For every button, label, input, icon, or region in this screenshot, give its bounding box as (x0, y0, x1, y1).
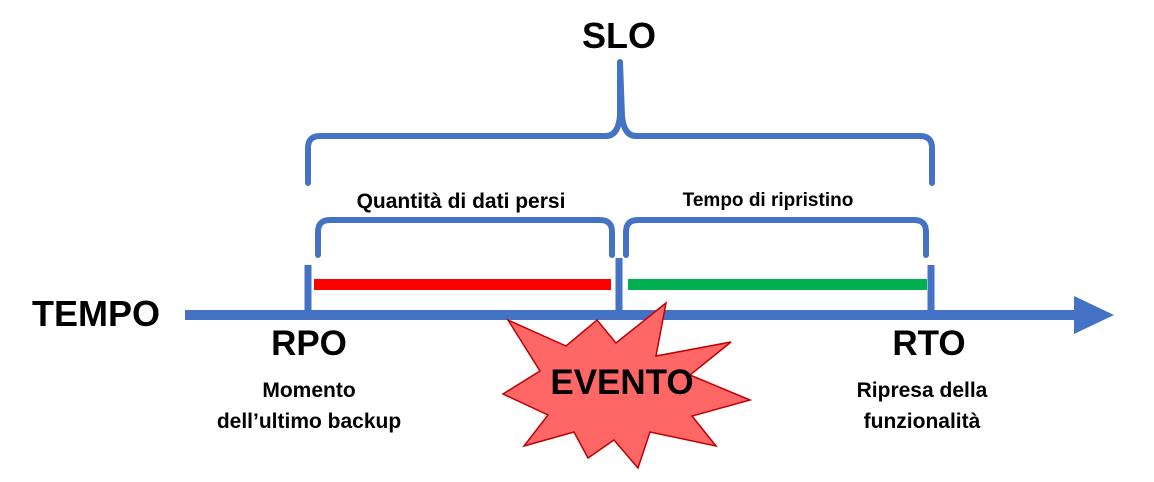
rpo-description-line1: Momento (262, 379, 355, 402)
data-loss-label: Quantità di dati persi (357, 190, 566, 213)
rto-description-line1: Ripresa della (857, 379, 988, 402)
rpo-description-line2: dell’ultimo backup (217, 410, 401, 433)
axis-label: TEMPO (32, 293, 160, 334)
event-label: EVENTO (550, 363, 693, 402)
time-axis-arrowhead (1074, 296, 1114, 334)
recovery-time-brace (623, 217, 929, 258)
rto-label: RTO (892, 324, 965, 363)
rto-description-line2: funzionalità (864, 410, 981, 433)
recovery-bar (628, 279, 927, 290)
slo-brace (305, 59, 935, 186)
rpo-label: RPO (271, 324, 347, 363)
event-starburst-icon (501, 301, 753, 470)
data-loss-bar (314, 279, 611, 290)
slo-title: SLO (582, 15, 656, 56)
data-loss-brace (315, 217, 615, 258)
recovery-time-label: Tempo di ripristino (683, 190, 854, 211)
